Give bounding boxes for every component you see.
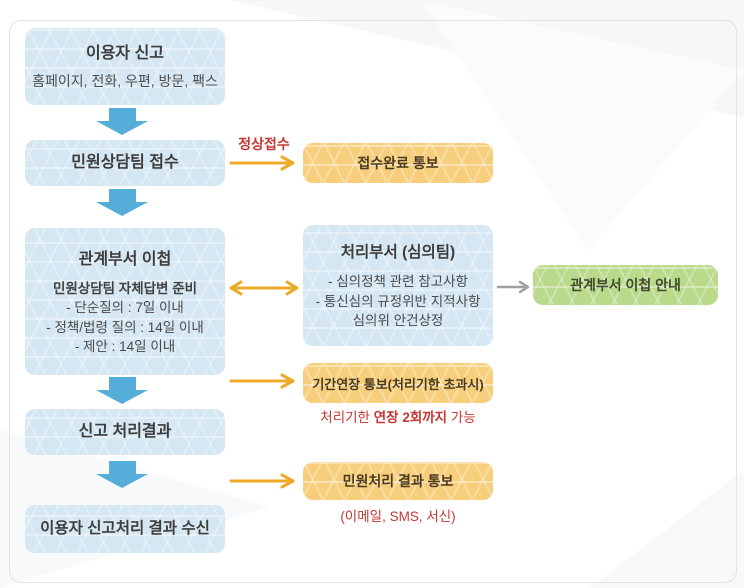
box-team-reception-title: 민원상담팀 접수	[71, 154, 179, 171]
box-dept-transfer-title: 관계부서 이첩	[78, 250, 172, 268]
dept-transfer-line: - 단순질의 : 7일 이내	[66, 300, 184, 315]
dept-transfer-line: 민원상담팀 자체답변 준비	[52, 280, 198, 296]
box-team-reception: 민원상담팀 접수	[25, 140, 225, 186]
down-arrow-icon	[96, 377, 148, 404]
box-extension-notice: 기간연장 통보(처리기한 초과시)	[303, 363, 493, 403]
extension-note-pre: 처리기한	[320, 410, 374, 425]
box-processing-dept-title: 처리부서 (심의팀)	[340, 244, 456, 262]
double-arrow-icon	[229, 280, 299, 296]
box-result-notice-label: 민원처리 결과 통보	[342, 473, 454, 489]
dept-transfer-line: - 제안 : 14일 이내	[74, 339, 176, 354]
box-user-report-subtitle: 홈페이지, 전화, 우편, 방문, 팩스	[32, 72, 218, 89]
extension-note-post: 가능	[447, 410, 476, 425]
gray-right-arrow-icon	[496, 280, 530, 294]
box-processing-dept: 처리부서 (심의팀) - 심의정책 관련 참고사항 - 통신심의 규정위반 지적…	[303, 225, 493, 346]
box-user-report-title: 이용자 신고	[85, 44, 165, 62]
box-user-receive: 이용자 신고처리 결과 수신	[25, 505, 225, 553]
dept-transfer-line: - 정책/법령 질의 : 14일 이내	[46, 319, 204, 335]
box-user-report: 이용자 신고 홈페이지, 전화, 우편, 방문, 팩스	[25, 28, 225, 105]
box-report-result-title: 신고 처리결과	[78, 423, 172, 440]
box-dept-transfer: 관계부서 이첩 민원상담팀 자체답변 준비 - 단순질의 : 7일 이내 - 정…	[25, 228, 225, 375]
right-arrow-icon	[229, 373, 295, 389]
box-transfer-guide: 관계부서 이첩 안내	[533, 265, 718, 305]
processing-dept-line: - 심의정책 관련 참고사항	[328, 274, 468, 290]
processing-dept-line: - 통신심의 규정위반 지적사항	[315, 293, 481, 309]
diagram-frame	[9, 20, 737, 583]
down-arrow-icon	[96, 461, 148, 488]
box-reception-complete: 접수완료 통보	[303, 143, 493, 183]
box-reception-complete-label: 접수완료 통보	[357, 155, 439, 171]
box-result-notice: 민원처리 결과 통보	[303, 462, 493, 500]
normal-reception-label: 정상접수	[238, 136, 290, 152]
box-transfer-guide-label: 관계부서 이첩 안내	[570, 277, 681, 293]
box-extension-notice-label: 기간연장 통보(처리기한 초과시)	[312, 376, 484, 392]
extension-note: 처리기한 연장 2회까지 가능	[303, 409, 493, 427]
box-report-result: 신고 처리결과	[25, 409, 225, 455]
box-user-receive-title: 이용자 신고처리 결과 수신	[40, 520, 210, 537]
result-channels-note: (이메일, SMS, 서신)	[340, 509, 456, 524]
right-arrow-icon	[229, 473, 295, 489]
down-arrow-icon	[96, 108, 148, 135]
right-arrow-icon	[229, 155, 295, 171]
processing-dept-line: 심의위 안건상정	[352, 313, 444, 329]
down-arrow-icon	[96, 189, 148, 216]
extension-note-bold: 연장 2회까지	[373, 410, 448, 425]
